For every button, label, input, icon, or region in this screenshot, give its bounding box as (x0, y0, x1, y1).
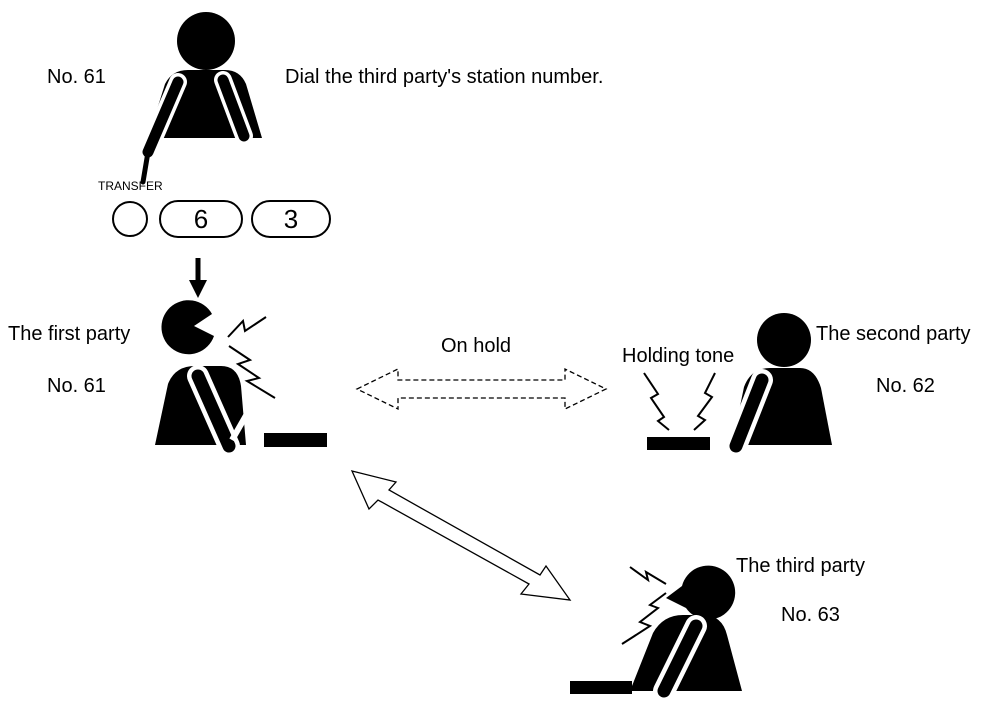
first-station-label: No. 61 (47, 375, 106, 397)
down-arrow-icon (189, 258, 207, 298)
holding-tone-icon (643, 372, 716, 431)
holding-tone-label: Holding tone (622, 345, 734, 367)
third-party-label: The third party (736, 555, 865, 577)
third-station-label: No. 63 (781, 604, 840, 626)
first-party-person-icon (155, 300, 251, 457)
instruction-text: Dial the third party's station number. (285, 66, 603, 88)
transfer-key-label: TRANSFER (98, 179, 163, 193)
second-party-phone (647, 437, 710, 450)
second-party-label: The second party (816, 323, 971, 345)
digit-key-6[interactable]: 6 (159, 200, 243, 238)
first-party-label: The first party (8, 323, 130, 345)
digit-key-3-label: 3 (284, 204, 298, 234)
dialing-person-icon (139, 12, 262, 185)
digit-key-3[interactable]: 3 (251, 200, 331, 238)
first-party-desk (264, 433, 327, 447)
transfer-key[interactable] (112, 201, 148, 237)
first-party-speech-icon (227, 316, 276, 399)
on-hold-label: On hold (441, 335, 511, 357)
digit-key-6-label: 6 (194, 204, 208, 234)
top-station-label: No. 61 (47, 66, 106, 88)
second-station-label: No. 62 (876, 375, 935, 397)
transfer-arrow-icon (350, 470, 572, 601)
third-party-speech-icon (621, 566, 667, 645)
second-party-person-icon (725, 313, 832, 457)
on-hold-arrow-icon (355, 367, 608, 411)
third-party-person-icon (630, 565, 742, 702)
third-party-desk (570, 681, 632, 694)
